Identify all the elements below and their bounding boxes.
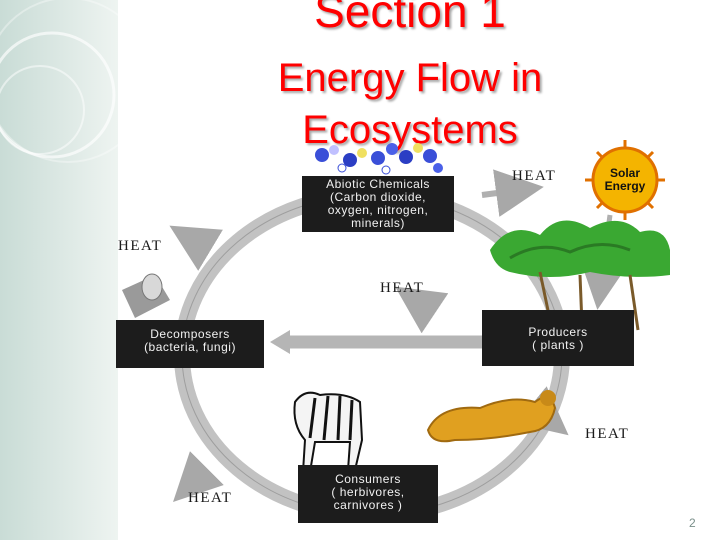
decomposers-label-2: (bacteria, fungi) bbox=[144, 340, 236, 354]
producers-box: Producers ( plants ) bbox=[482, 310, 634, 366]
consumers-label-3: carnivores ) bbox=[333, 498, 403, 512]
title-line-1: Section 1 bbox=[314, 0, 506, 37]
abiotic-label-4: minerals) bbox=[351, 216, 405, 230]
zebra-icon bbox=[293, 391, 364, 473]
decomposers-label-1: Decomposers bbox=[150, 327, 230, 341]
heat-arrow-center bbox=[395, 286, 449, 334]
solar-label-1: Solar bbox=[609, 166, 640, 180]
abiotic-chemicals-box: Abiotic Chemicals (Carbon dioxide, oxyge… bbox=[302, 176, 454, 232]
decomposers-box: Decomposers (bacteria, fungi) bbox=[116, 320, 264, 368]
page-number: 2 bbox=[689, 516, 696, 530]
title-line-2: Energy Flow in bbox=[277, 56, 543, 100]
abiotic-label-3: oxygen, nitrogen, bbox=[327, 203, 429, 217]
heat-arrow-bottom-left bbox=[173, 451, 224, 502]
heat-label-bottom-right: HEAT bbox=[585, 426, 630, 442]
consumers-label-1: Consumers bbox=[335, 472, 401, 486]
heat-label-left: HEAT bbox=[118, 238, 163, 254]
energy-flow-diagram: Abiotic Chemicals (Carbon dioxide, oxyge… bbox=[110, 140, 670, 530]
solar-energy-label: Solar Energy bbox=[601, 167, 649, 193]
heat-label-top: HEAT bbox=[512, 168, 557, 184]
consumers-label-2: ( herbivores, bbox=[331, 485, 405, 499]
producers-label-1: Producers bbox=[528, 325, 588, 339]
producers-label-2: ( plants ) bbox=[532, 338, 584, 352]
heat-label-center: HEAT bbox=[380, 280, 425, 296]
tree-canopy-icon bbox=[490, 220, 670, 331]
log-icon bbox=[122, 273, 170, 318]
heat-arrow-left bbox=[169, 225, 223, 271]
heat-arrow-top bbox=[481, 169, 544, 217]
solar-label-2: Energy bbox=[604, 179, 646, 193]
decorative-sidebar bbox=[0, 0, 118, 540]
heat-label-bottom-left: HEAT bbox=[188, 490, 233, 506]
molecules-icon bbox=[315, 143, 443, 175]
lion-icon bbox=[426, 390, 557, 443]
consumers-box: Consumers ( herbivores, carnivores ) bbox=[298, 465, 438, 523]
title-line-3: Ecosystems bbox=[302, 108, 518, 152]
abiotic-label-2: (Carbon dioxide, bbox=[329, 190, 427, 204]
abiotic-label-1: Abiotic Chemicals bbox=[326, 177, 430, 191]
sun-icon bbox=[585, 140, 665, 220]
sidebar-circles-decoration bbox=[0, 0, 118, 163]
